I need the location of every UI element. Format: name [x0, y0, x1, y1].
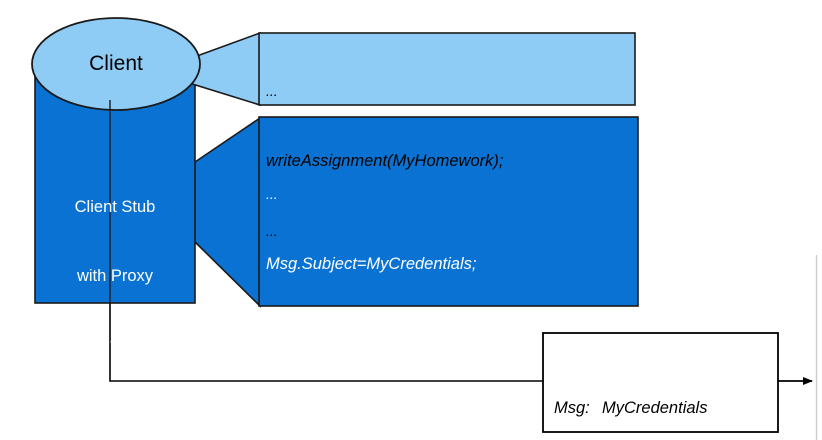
stub-callout-tail — [194, 116, 261, 308]
application-code-box — [258, 32, 636, 106]
stub-code-box — [258, 116, 639, 307]
client-ellipse — [31, 17, 201, 111]
message-box — [542, 332, 779, 433]
